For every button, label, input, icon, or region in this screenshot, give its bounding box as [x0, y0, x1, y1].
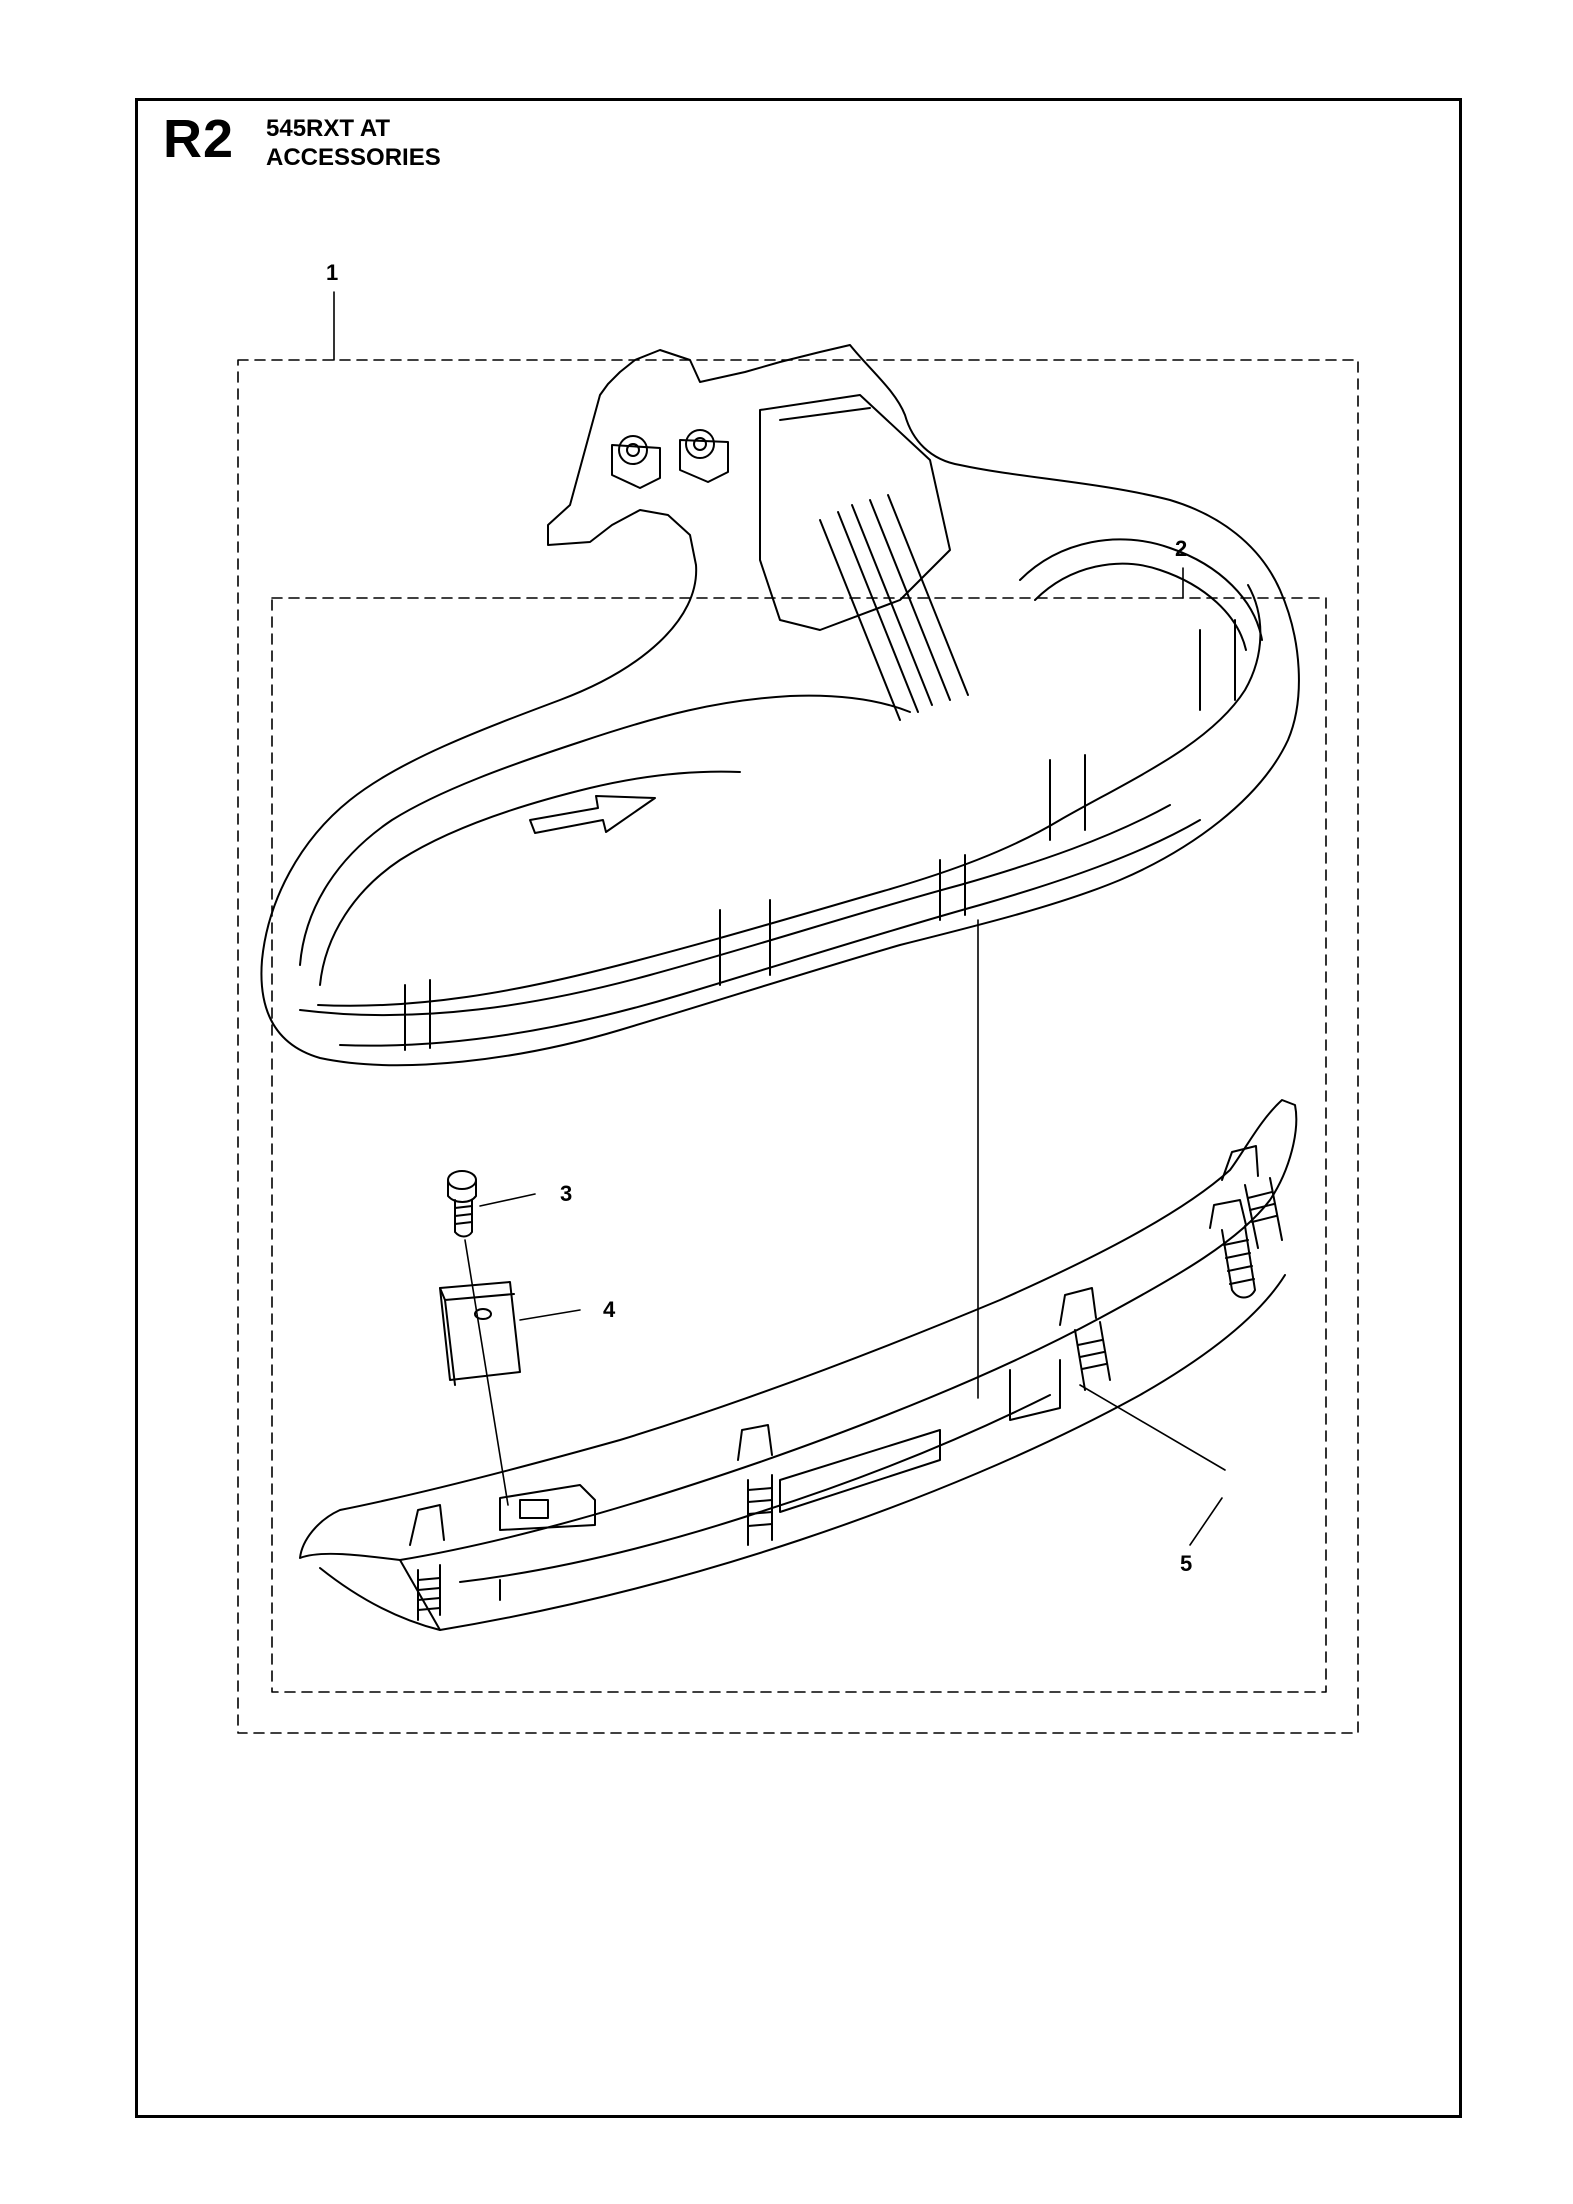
strip-clip-c	[1059, 1287, 1111, 1391]
leader-4	[519, 1309, 581, 1321]
title-block: 545RXT AT ACCESSORIES	[266, 114, 441, 172]
group-box-2	[271, 597, 1327, 1693]
callout-3: 3	[560, 1181, 573, 1206]
section-code: R2	[163, 109, 235, 169]
strip-clip-d	[1221, 1145, 1283, 1249]
section-title: ACCESSORIES	[266, 144, 441, 171]
mounting-lug-right	[679, 429, 729, 483]
callout-4: 4	[603, 1297, 616, 1322]
leader-5	[1189, 1497, 1223, 1546]
screw-axis-line	[464, 1239, 509, 1506]
guard-strip	[299, 1099, 1298, 1631]
screw	[447, 1170, 477, 1238]
strip-clip-b	[737, 1424, 773, 1546]
callout-2: 2	[1175, 536, 1188, 561]
strip-clip-a	[409, 1504, 445, 1621]
mounting-lug-left	[611, 435, 661, 489]
callout-5: 5	[1180, 1551, 1193, 1576]
clip-fit-line	[1079, 1384, 1226, 1471]
page-frame	[135, 98, 1462, 2118]
leader-3	[479, 1193, 536, 1207]
model-name: 545RXT AT	[266, 115, 391, 142]
nut-plate	[439, 1281, 521, 1386]
rotation-arrow-icon	[529, 795, 656, 834]
guard-shield	[260, 344, 1300, 1067]
group-box-1	[237, 359, 1359, 1734]
callout-1: 1	[326, 260, 339, 285]
loose-clip	[1209, 1199, 1256, 1299]
